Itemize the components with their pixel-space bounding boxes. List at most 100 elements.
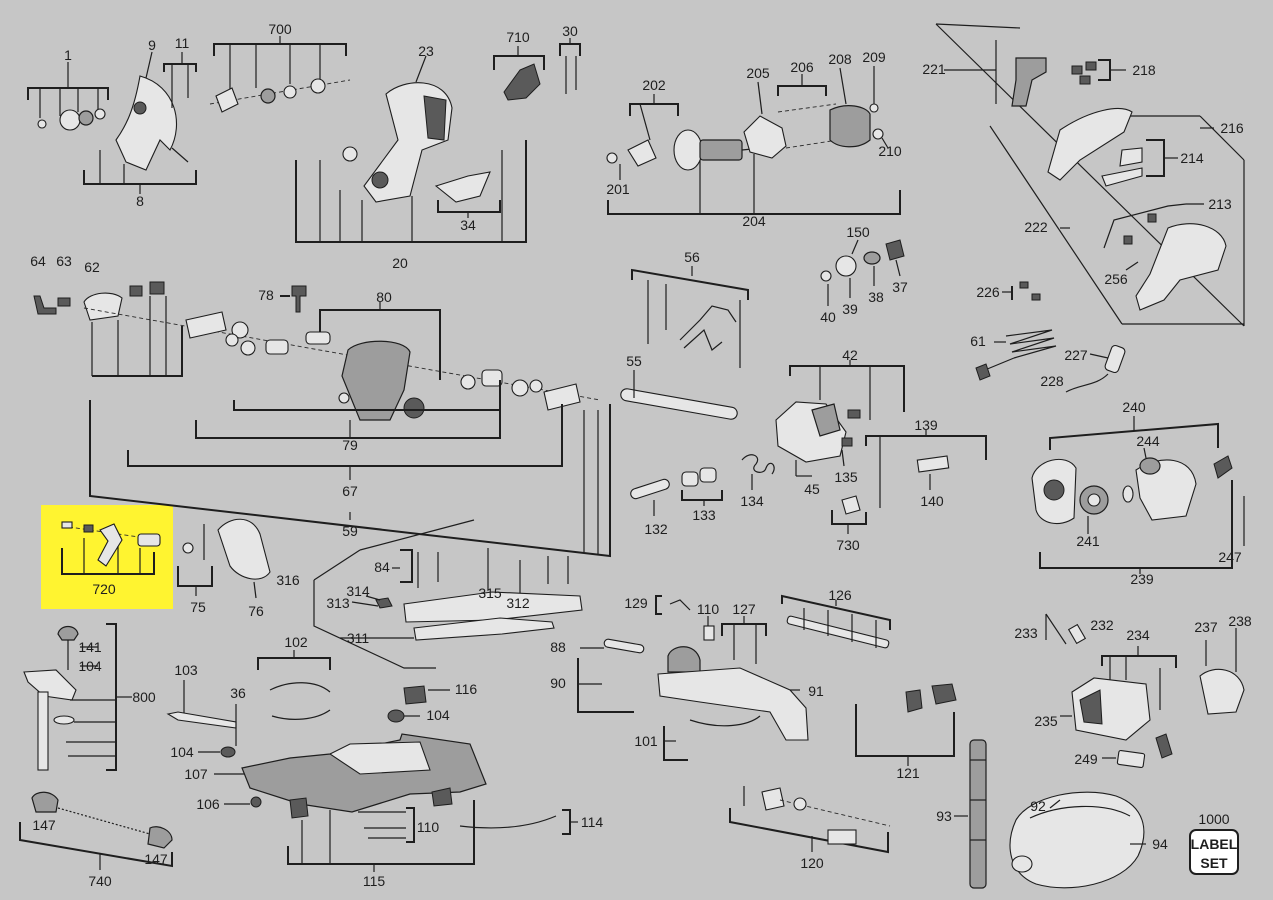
callout-129: 129 — [624, 595, 648, 611]
callout-62: 62 — [84, 259, 100, 275]
callout-106: 106 — [196, 796, 220, 812]
callout-222: 222 — [1024, 219, 1048, 235]
assembly-knob: 150 40 39 38 37 — [820, 224, 908, 325]
callout-36: 36 — [230, 685, 246, 701]
assembly-bevel: 42 139 135 45 140 134 132 133 730 — [630, 347, 987, 553]
callout-237: 237 — [1194, 619, 1218, 635]
callout-147-right: 147 — [144, 851, 168, 867]
callout-244: 244 — [1136, 433, 1160, 449]
callout-150: 150 — [846, 224, 870, 240]
callout-700: 700 — [268, 21, 292, 37]
callout-37: 37 — [892, 279, 908, 295]
assembly-rods: 56 55 — [620, 249, 749, 420]
callout-316: 316 — [276, 572, 300, 588]
callout-76: 76 — [248, 603, 264, 619]
callout-147-left: 147 — [32, 817, 56, 833]
assembly-gear-housing: 240 244 241 239 247 — [1031, 399, 1245, 587]
callout-80: 80 — [376, 289, 392, 305]
callout-104-clamp: 104 — [78, 658, 102, 674]
callout-8: 8 — [136, 193, 144, 209]
callout-38: 38 — [868, 289, 884, 305]
callout-233: 233 — [1014, 625, 1038, 641]
callout-56: 56 — [684, 249, 700, 265]
callout-205: 205 — [746, 65, 770, 81]
callout-1: 1 — [64, 47, 72, 63]
callout-140: 140 — [920, 493, 944, 509]
callout-241: 241 — [1076, 533, 1100, 549]
callout-75: 75 — [190, 599, 206, 615]
callout-121: 121 — [896, 765, 920, 781]
callout-227: 227 — [1064, 347, 1088, 363]
callout-116: 116 — [455, 681, 478, 697]
callout-126: 126 — [828, 587, 852, 603]
callout-139: 139 — [914, 417, 938, 433]
callout-107: 107 — [184, 766, 208, 782]
callout-249: 249 — [1074, 751, 1098, 767]
callout-92: 92 — [1030, 798, 1046, 814]
assembly-clamp: 141 104 800 — [23, 623, 156, 771]
callout-315: 315 — [478, 585, 502, 601]
label-set-line-2: SET — [1200, 855, 1228, 871]
assembly-slide: 64 63 62 78 80 79 67 59 — [30, 253, 611, 558]
callout-9: 9 — [148, 37, 156, 53]
assembly-blade-guard: 1 9 11 8 — [27, 35, 197, 209]
callout-40: 40 — [820, 309, 836, 325]
callout-93: 93 — [936, 808, 952, 824]
highlighted-part-720[interactable]: 720 — [41, 505, 173, 609]
callout-1000: 1000 — [1198, 811, 1229, 827]
assembly-dust-bag: 92 94 — [1009, 791, 1168, 889]
callout-94: 94 — [1152, 836, 1168, 852]
callout-64: 64 — [30, 253, 46, 269]
callout-313: 313 — [326, 595, 350, 611]
callout-216: 216 — [1220, 120, 1244, 136]
callout-247: 247 — [1218, 549, 1242, 565]
assembly-upper-arm: 700 23 20 34 710 30 — [209, 21, 581, 271]
callout-238: 238 — [1228, 613, 1252, 629]
callout-226: 226 — [976, 284, 1000, 300]
callout-110-table: 110 — [697, 601, 720, 617]
callout-78: 78 — [258, 287, 274, 303]
callout-228: 228 — [1040, 373, 1064, 389]
label-set-line-1: LABEL — [1191, 836, 1238, 852]
callout-204: 204 — [742, 213, 766, 229]
assembly-base: 102 103 36 116 104 104 107 106 110 114 1… — [166, 634, 604, 889]
label-set-1000[interactable]: 1000 LABEL SET — [1189, 811, 1239, 875]
callout-55: 55 — [626, 353, 642, 369]
callout-103: 103 — [174, 662, 198, 678]
callout-39: 39 — [842, 301, 858, 317]
assembly-motor: 202 201 205 206 208 209 210 204 — [606, 49, 902, 229]
callout-34: 34 — [460, 217, 476, 233]
callout-134: 134 — [740, 493, 764, 509]
assembly-fence: 316 84 314 313 315 312 311 — [276, 519, 583, 669]
callout-135: 135 — [834, 469, 858, 485]
callout-67: 67 — [342, 483, 358, 499]
assembly-guard-cover: 75 76 — [177, 518, 271, 619]
callout-312: 312 — [506, 595, 530, 611]
callout-730: 730 — [836, 537, 860, 553]
callout-232: 232 — [1090, 617, 1114, 633]
callout-235: 235 — [1034, 713, 1058, 729]
callout-221: 221 — [922, 61, 946, 77]
callout-45: 45 — [804, 481, 820, 497]
callout-90: 90 — [550, 675, 566, 691]
callout-210: 210 — [878, 143, 902, 159]
callout-213: 213 — [1208, 196, 1232, 212]
callout-20: 20 — [392, 255, 408, 271]
callout-101: 101 — [634, 733, 658, 749]
callout-201: 201 — [606, 181, 630, 197]
callout-23: 23 — [418, 43, 434, 59]
callout-88: 88 — [550, 639, 566, 655]
callout-11: 11 — [175, 35, 190, 51]
assembly-dust-hose: 147 147 740 — [19, 791, 173, 889]
callout-239: 239 — [1130, 571, 1154, 587]
callout-114: 114 — [581, 814, 604, 830]
callout-800: 800 — [132, 689, 156, 705]
callout-133: 133 — [692, 507, 716, 523]
callout-63: 63 — [56, 253, 72, 269]
callout-59: 59 — [342, 523, 358, 539]
callout-209: 209 — [862, 49, 886, 65]
callout-110-base: 110 — [417, 819, 440, 835]
callout-311: 311 — [347, 630, 370, 646]
callout-214: 214 — [1180, 150, 1204, 166]
